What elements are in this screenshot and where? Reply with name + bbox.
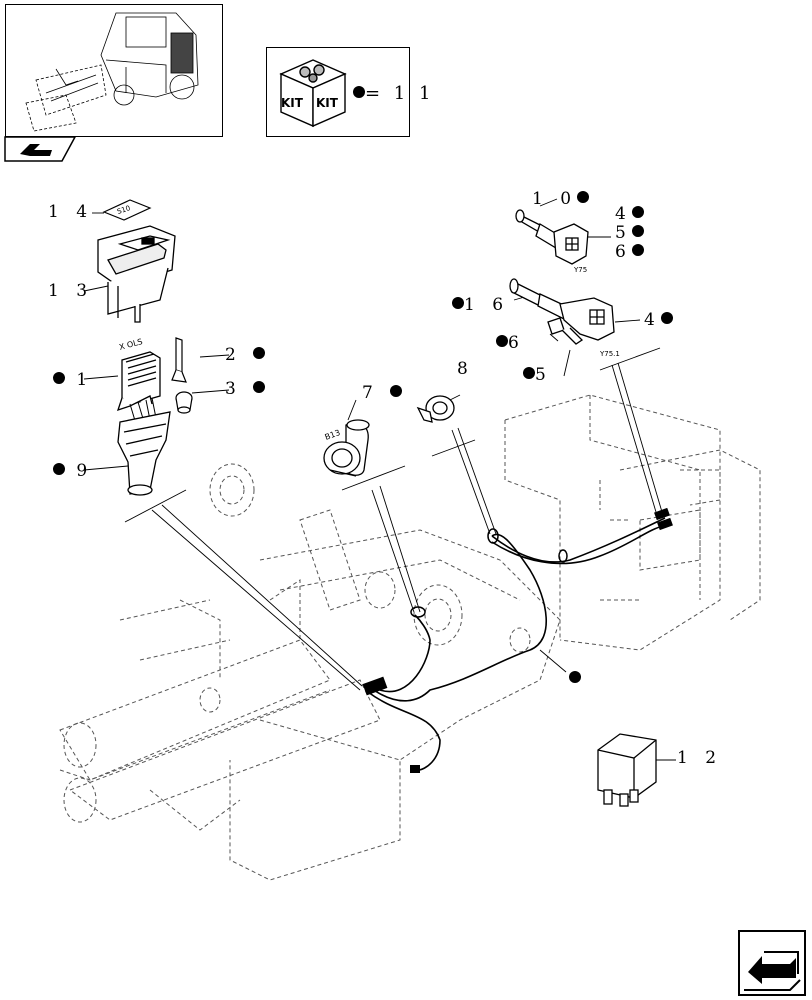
callout-10: 1 0 [532, 191, 590, 208]
callout-6-upper: 6 [615, 244, 644, 261]
kit-legend-text: = 1 1 [353, 83, 434, 104]
part-1-connector[interactable]: X OLS [116, 337, 161, 412]
arrow-back-icon [744, 951, 801, 991]
kit-legend-value: = 1 1 [365, 83, 435, 104]
callout-14: 1 4 [48, 202, 94, 222]
kit-dot-icon [631, 244, 644, 256]
kit-dot-icon [569, 671, 581, 683]
callout-harness [569, 671, 581, 688]
kit-box-icon [279, 59, 347, 128]
y75-label-text: Y75 [573, 266, 587, 274]
next-page-button[interactable] [738, 930, 806, 996]
y751-label-text: Y75.1 [599, 350, 620, 358]
callout-13: 1 3 [48, 281, 94, 301]
elbow-label-text: B13 [324, 428, 342, 442]
kit-label-left: KIT [281, 96, 303, 110]
tractor-overview-thumbnail [25, 12, 199, 132]
connector-label-text: X OLS [118, 337, 143, 352]
kit-dot-icon [523, 367, 535, 379]
leader-lines [83, 198, 676, 761]
kit-dot-icon [353, 86, 365, 98]
part-2-terminal-pin[interactable] [171, 337, 187, 383]
part-3-seal-plug[interactable] [175, 391, 193, 414]
kit-legend: KIT KIT [266, 47, 410, 137]
connector-wires [129, 397, 157, 425]
kit-dot-icon [631, 225, 644, 237]
callout-1: 1 [53, 372, 93, 389]
thumbnail-tab [4, 136, 76, 162]
wiring-harness [367, 517, 666, 771]
kit-dot-icon [496, 335, 508, 347]
jump-arrow-icon [20, 144, 52, 156]
part-9-rubber-boot[interactable] [117, 411, 171, 496]
callout-4-lower: 4 [644, 312, 673, 329]
part-13-rocker-switch[interactable] [97, 225, 176, 323]
switch-label-text: S10 [116, 204, 131, 216]
callout-2: 2 [225, 347, 266, 364]
overview-thumbnail[interactable] [5, 4, 223, 137]
part-16-cable-assembly[interactable]: Y75.1 [509, 278, 620, 358]
kit-dot-icon [53, 463, 65, 475]
part-8-cable-clip[interactable] [416, 395, 455, 423]
harness-connectors [362, 507, 673, 773]
callout-5-upper: 5 [615, 225, 644, 242]
callout-8: 8 [457, 359, 474, 379]
callout-6-lower: 6 [496, 335, 525, 352]
callout-5-lower: 5 [523, 367, 552, 384]
callout-3: 3 [225, 381, 266, 398]
kit-dot-icon [253, 347, 266, 359]
callout-7: 7 [362, 385, 403, 402]
tractor-frame-phantom [59, 394, 761, 881]
kit-dot-icon [53, 372, 65, 384]
part-12-relay[interactable] [597, 733, 657, 807]
kit-dot-icon [452, 297, 464, 309]
part-7-elbow-connector[interactable]: B13 [323, 419, 370, 477]
part-10-cable-assembly[interactable]: Y75 [515, 209, 589, 274]
kit-dot-icon [631, 206, 644, 218]
callout-12: 1 2 [677, 748, 723, 768]
callout-9: 9 [53, 463, 93, 480]
callout-4-upper: 4 [615, 206, 644, 223]
kit-dot-icon [660, 312, 673, 324]
kit-label-right: KIT [316, 96, 338, 110]
kit-dot-icon [577, 191, 590, 203]
kit-dot-icon [253, 381, 266, 393]
kit-dot-icon [390, 385, 403, 397]
callout-16: 1 6 [452, 297, 509, 314]
part-14-label-sticker[interactable]: S10 [102, 199, 152, 221]
